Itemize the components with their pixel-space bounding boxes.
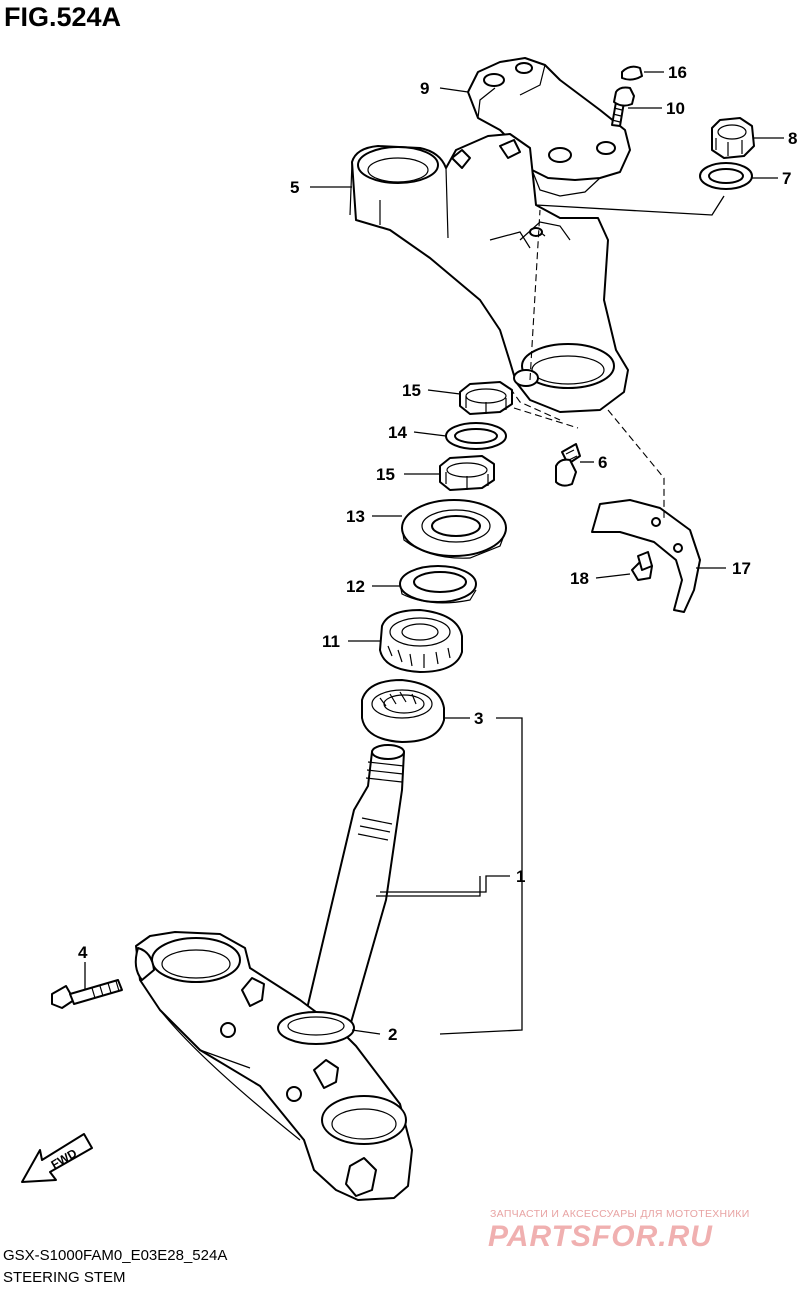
part-13-dust-seal [401, 499, 507, 559]
part-17-cover [591, 499, 701, 613]
part-1-steering-stem [134, 744, 413, 1201]
callout-5: 5 [290, 178, 299, 197]
callout-3: 3 [474, 709, 483, 728]
alignment-lines [509, 209, 665, 520]
part-6-bolt [555, 443, 581, 487]
callout-6: 6 [598, 453, 607, 472]
figure-title: FIG.524A [4, 2, 122, 32]
part-12-bearing-seal [399, 565, 477, 604]
part-5-upper-bracket [349, 133, 629, 413]
callout-16: 16 [668, 63, 687, 82]
callout-14: 14 [388, 423, 407, 442]
part-2-dust-seal [277, 1011, 355, 1045]
leader-lines [84, 71, 784, 1035]
callout-17: 17 [732, 559, 751, 578]
part-10-bolt [611, 86, 635, 127]
callout-1: 1 [516, 867, 525, 886]
watermark-logo: PARTSFOR.RU [488, 1220, 713, 1253]
part-9-handlebar-holder [467, 57, 631, 197]
callout-10: 10 [666, 99, 685, 118]
callout-7: 7 [782, 169, 791, 188]
callout-11: 11 [322, 632, 340, 651]
callout-12: 12 [346, 577, 365, 596]
part-4-bolt [51, 979, 123, 1009]
callout-18: 18 [570, 569, 589, 588]
part-8-steering-stem-nut [711, 117, 755, 159]
callout-2: 2 [388, 1025, 397, 1044]
callouts: 9 16 10 8 7 5 15 14 15 6 13 12 11 3 1 2 … [78, 63, 797, 1044]
part-18-bolt [631, 551, 653, 581]
watermark-tagline: ЗАПЧАСТИ И АКСЕССУАРЫ ДЛЯ МОТОТЕХНИКИ [490, 1208, 750, 1220]
callout-13: 13 [346, 507, 365, 526]
model-code: GSX-S1000FAM0_E03E28_524A [3, 1247, 228, 1264]
callout-9: 9 [420, 79, 429, 98]
part-3-lower-bearing [361, 679, 445, 743]
callout-15-lower: 15 [376, 465, 395, 484]
part-11-upper-bearing [379, 609, 463, 673]
part-15-upper-lock-nut [459, 381, 513, 415]
callout-15-upper: 15 [402, 381, 421, 400]
part-15-lower-lock-nut [439, 455, 495, 491]
part-14-lock-washer [445, 422, 507, 450]
part-16-cap [621, 65, 643, 81]
section-name: STEERING STEM [3, 1269, 126, 1286]
fwd-arrow-icon: FWD [21, 1133, 93, 1183]
callout-4: 4 [78, 943, 88, 962]
callout-8: 8 [788, 129, 797, 148]
part-7-washer [699, 162, 753, 190]
